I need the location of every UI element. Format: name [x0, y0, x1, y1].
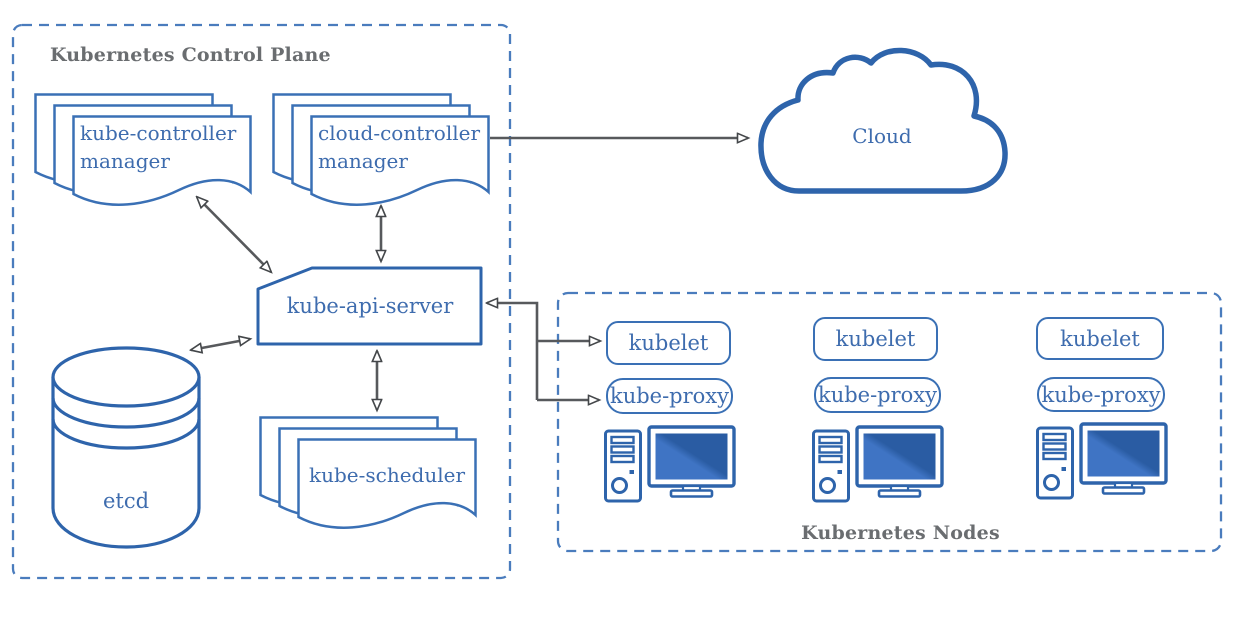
node-1-kubelet-box: kubelet [606, 321, 731, 365]
nodes-boundary [556, 291, 1223, 553]
node-2-kube-proxy-label: kube-proxy [817, 383, 938, 407]
kube-api-server-shape [256, 266, 483, 346]
etcd-database-icon [51, 346, 201, 549]
node-1-computer-icon [603, 425, 736, 503]
node-2-kubelet-box: kubelet [813, 317, 938, 361]
node-3-kube-proxy-box: kube-proxy [1037, 377, 1165, 412]
kube-scheduler-label: kube-scheduler [308, 463, 466, 487]
kube-controller-manager-label-line2: manager [80, 149, 170, 173]
etcd-label: etcd [102, 489, 150, 513]
cloud-controller-manager-label-line1: cloud-controller [318, 121, 481, 145]
node-2-kubelet-label: kubelet [835, 327, 916, 351]
cloud-controller-manager-label-line2: manager [318, 149, 408, 173]
node-3-kube-proxy-label: kube-proxy [1041, 382, 1161, 407]
cloud-label: Cloud [852, 124, 912, 148]
arrow-nodes-api-server-trunk [487, 303, 539, 400]
cloud-controller-manager-label: cloud-controller manager [318, 119, 486, 175]
nodes-title: Kubernetes Nodes [801, 522, 1000, 544]
kube-controller-manager-label: kube-controller manager [80, 119, 248, 175]
node-1-kubelet-label: kubelet [628, 331, 709, 355]
node-1-kube-proxy-label: kube-proxy [609, 384, 730, 408]
arrow-etcd-api-server [191, 339, 250, 350]
arrow-kube-controller-manager-api-server [197, 197, 271, 272]
control-plane-boundary [11, 23, 512, 580]
control-plane-title: Kubernetes Control Plane [50, 44, 331, 66]
node-2-kube-proxy-box: kube-proxy [814, 377, 941, 413]
kube-api-server-label: kube-api-server [286, 294, 454, 318]
cloud-icon [758, 47, 1008, 194]
kube-controller-manager-label-line1: kube-controller [80, 121, 237, 145]
node-3-kubelet-box: kubelet [1036, 317, 1164, 360]
node-3-computer-icon [1035, 422, 1168, 500]
node-2-computer-icon [811, 425, 944, 503]
node-3-kubelet-label: kubelet [1060, 326, 1140, 351]
node-1-kube-proxy-box: kube-proxy [606, 378, 733, 414]
